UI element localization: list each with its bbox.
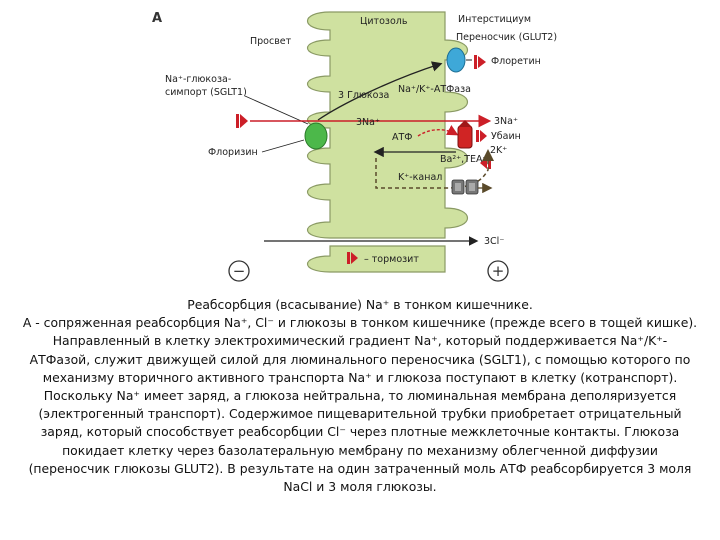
caption-line: NaCl и 3 моля глюкозы. xyxy=(283,479,437,495)
panel-letter: A xyxy=(152,11,162,26)
legend-inhibitor-bar xyxy=(347,252,350,264)
label-atpase: Na⁺/K⁺-АТФаза xyxy=(398,84,471,95)
caption-line: заряд, который способствует реабсорбции … xyxy=(40,424,680,440)
sglt1-transporter xyxy=(304,122,328,150)
neighbor-cell xyxy=(307,245,446,273)
label-atp: АТФ xyxy=(392,132,412,143)
caption-line: Направленный в клетку электрохимический … xyxy=(52,333,668,349)
ouabain-inhibitor-bar xyxy=(476,130,479,142)
label-cytosol: Цитозоль xyxy=(360,16,408,27)
minus-sign-circle xyxy=(228,260,250,282)
plus-sign-circle xyxy=(487,260,509,282)
label-sglt1-line1: Na⁺-глюкоза- xyxy=(165,74,231,85)
ouabain-inhibitor-icon xyxy=(480,130,487,142)
caption-line: (переносчик глюкозы GLUT2). В результате… xyxy=(28,460,692,476)
legend-inhibitor-label: – тормозит xyxy=(364,254,419,265)
ba-tea-inhibitor-bar xyxy=(488,157,491,169)
phlorizin-inhibitor-icon xyxy=(240,114,248,128)
caption-title: Реабсорбция (всасывание) Na⁺ в тонком ки… xyxy=(187,297,533,312)
label-sglt1-line2: симпорт (SGLT1) xyxy=(165,87,247,98)
label-cl3: 3Cl⁻ xyxy=(484,236,504,247)
caption-line: покидает клетку через базолатеральную ме… xyxy=(62,442,658,458)
label-na3-left: 3Na⁺ xyxy=(356,117,380,128)
sglt1-pointer xyxy=(244,95,309,125)
label-k2: 2K⁺ xyxy=(490,145,507,156)
label-phloretin: Флоретин xyxy=(491,56,541,67)
glucose-arrow xyxy=(317,61,443,121)
cell-body xyxy=(307,11,468,239)
atpase-pump-cap xyxy=(458,120,472,127)
plus-sign: + xyxy=(492,262,505,280)
k-recycle-loop xyxy=(375,149,494,189)
phloretin-inhibitor-icon xyxy=(478,56,486,68)
legend-inhibitor-icon xyxy=(351,252,358,264)
glut2-transporter xyxy=(446,47,466,73)
caption-line: АТФазой, служит движущей силой для люмин… xyxy=(29,351,691,367)
phlorizin-inhibitor-bar xyxy=(236,114,239,128)
label-na3-right: 3Na⁺ xyxy=(494,116,518,127)
label-k-channel: K⁺-канал xyxy=(398,172,442,183)
caption-line: А - сопряженная реабсорбция Na⁺, Cl⁻ и г… xyxy=(22,315,698,331)
transport-diagram: A Цитозоль Интерстициум Просвет Переносч… xyxy=(152,11,557,282)
caption-line: механизму вторичного активного транспорт… xyxy=(42,369,678,385)
caption-line: Поскольку Na⁺ имеет заряд, а глюкоза ней… xyxy=(43,388,677,404)
label-ouabain: Убаин xyxy=(491,131,521,142)
figure-caption: Реабсорбция (всасывание) Na⁺ в тонком ки… xyxy=(0,296,720,496)
k-channel-icon xyxy=(451,179,479,195)
label-lumen: Просвет xyxy=(250,36,292,47)
caption-line: (электрогенный транспорт). Содержимое пи… xyxy=(38,406,682,422)
label-phlorizin: Флоризин xyxy=(208,147,258,158)
label-ba-tea: Ba²⁺,ТЕА⁺ xyxy=(440,154,488,165)
phloretin-inhibitor-bar xyxy=(474,55,477,69)
phlorizin-pointer xyxy=(261,139,305,153)
atpase-pump xyxy=(457,125,473,149)
label-glut2: Переносчик (GLUT2) xyxy=(456,32,557,43)
label-glucose3: 3 Глюкоза xyxy=(338,90,389,101)
label-interstitium: Интерстициум xyxy=(458,14,531,25)
atp-arrow xyxy=(417,125,459,137)
minus-sign: − xyxy=(233,262,246,280)
